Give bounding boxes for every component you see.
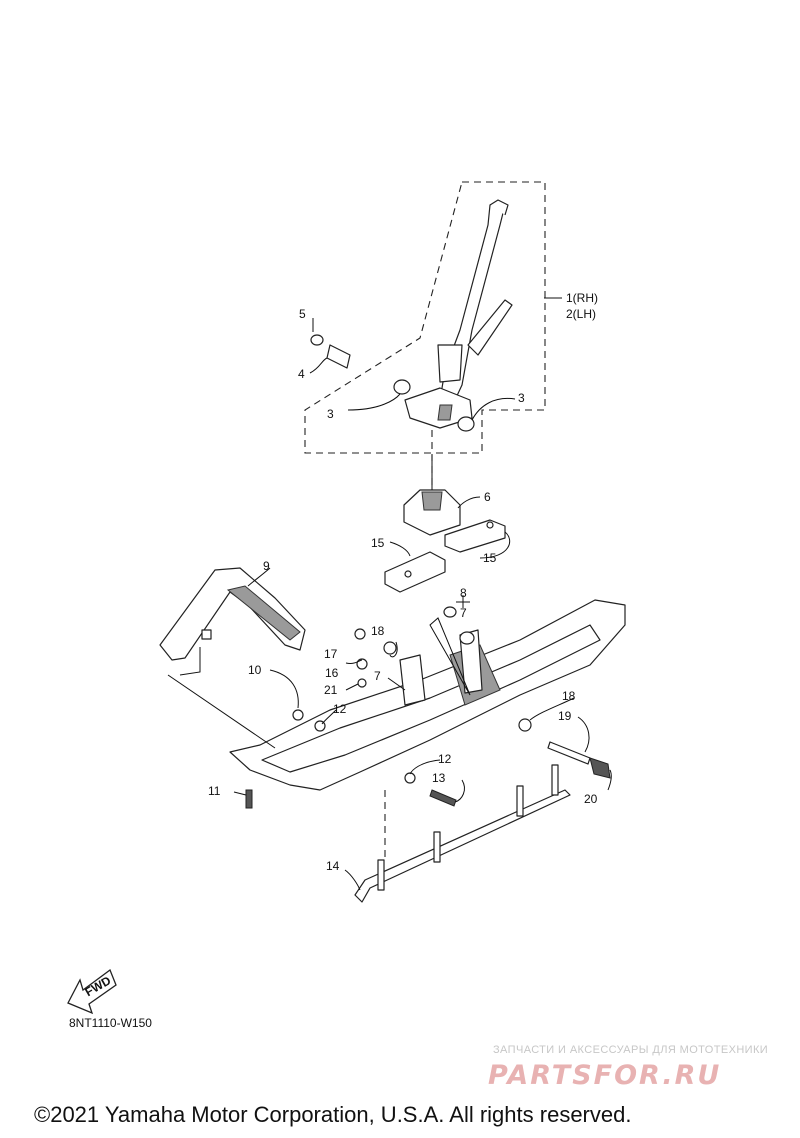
callout-17: 17 — [324, 647, 338, 661]
nut-17 — [354, 628, 366, 640]
ski-body — [229, 599, 626, 791]
callout-13: 13 — [432, 771, 446, 785]
callout-19: 19 — [558, 709, 572, 723]
nut-8b — [459, 631, 475, 645]
callout-7-upper: 7 — [460, 606, 467, 620]
pad-left — [384, 551, 446, 593]
callout-5: 5 — [299, 307, 306, 321]
callout-18-lower: 18 — [562, 689, 576, 703]
diagram-code: 8NT1110-W150 — [69, 1016, 152, 1030]
callout-20: 20 — [584, 792, 598, 806]
bushing-right — [457, 416, 475, 432]
callout-18-upper: 18 — [371, 624, 385, 638]
spindle-arm — [404, 199, 513, 429]
washer-5 — [310, 334, 324, 346]
callout-16: 16 — [325, 666, 339, 680]
wear-bar — [354, 764, 571, 903]
washer-12-lower — [404, 772, 416, 784]
collar — [326, 344, 351, 369]
callout-3-right: 3 — [518, 391, 525, 405]
callout-1: 1(RH) — [566, 291, 598, 305]
washer-18-lower — [518, 718, 532, 732]
callout-12-lower: 12 — [438, 752, 452, 766]
callout-15-right: 15 — [483, 551, 497, 565]
nut-8 — [443, 606, 457, 618]
callout-3-left: 3 — [327, 407, 334, 421]
callout-14: 14 — [326, 859, 340, 873]
copyright-notice: ©2021 Yamaha Motor Corporation, U.S.A. A… — [34, 1102, 632, 1127]
damper-block — [403, 489, 461, 536]
callout-2: 2(LH) — [566, 307, 596, 321]
callout-21: 21 — [324, 683, 338, 697]
callout-11: 11 — [208, 784, 221, 798]
callout-4: 4 — [298, 367, 305, 381]
callout-7-lower: 7 — [374, 669, 381, 683]
watermark-logo: PARTSFOR.RU — [488, 1060, 722, 1091]
callout-labels: 1(RH) 2(LH) 3 3 4 5 6 7 7 8 9 10 11 12 1… — [208, 291, 598, 873]
spindle-group-dashed-box — [304, 181, 546, 454]
bushing-left — [393, 379, 411, 395]
leader-lines — [167, 297, 612, 891]
fwd-arrow-icon: FWD — [67, 968, 117, 1015]
callout-9: 9 — [263, 559, 270, 573]
bolt-19 — [547, 741, 591, 765]
washer-18-upper — [383, 641, 397, 655]
watermark-tagline: ЗАПЧАСТИ И АКСЕССУАРЫ ДЛЯ МОТОТЕХНИКИ — [493, 1044, 769, 1056]
bolt-13 — [429, 789, 457, 807]
washer-21 — [357, 678, 367, 688]
bolt-11 — [245, 789, 253, 809]
callout-6: 6 — [484, 490, 491, 504]
callout-8: 8 — [460, 586, 467, 600]
bolt-20 — [589, 757, 611, 779]
nut-10 — [292, 709, 304, 721]
callout-12-upper: 12 — [333, 702, 347, 716]
callout-10: 10 — [248, 663, 262, 677]
ski-handle — [159, 567, 306, 661]
callout-15-left: 15 — [371, 536, 385, 550]
